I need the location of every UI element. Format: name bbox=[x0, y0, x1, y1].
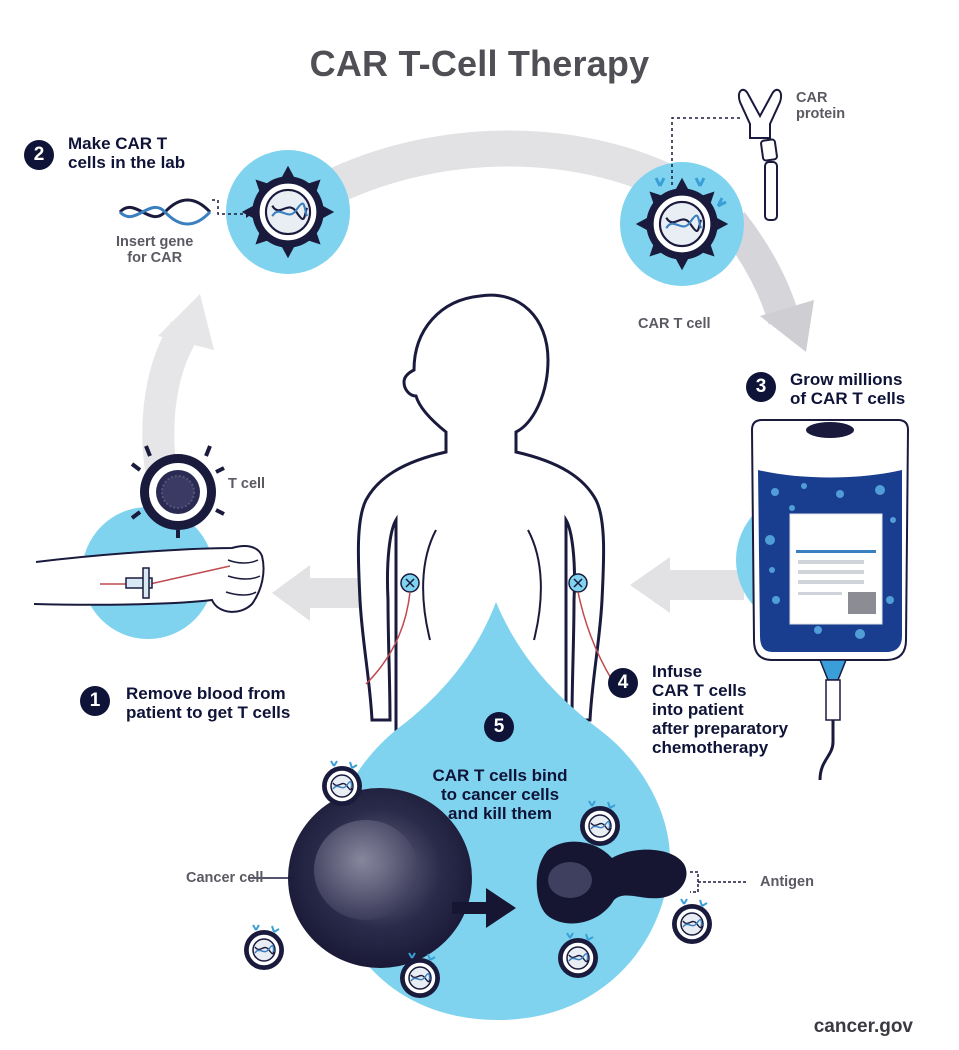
cancer-cell-label: Cancer cell bbox=[186, 870, 264, 886]
arrow-head-step1 bbox=[272, 565, 310, 621]
step-3-text: Grow millions of CAR T cells bbox=[790, 370, 906, 409]
step-5-text: CAR T cells bind to cancer cells and kil… bbox=[432, 766, 568, 824]
step5-drop bbox=[248, 602, 748, 1020]
car-t-cell-circle bbox=[620, 162, 744, 286]
car-protein-label: CAR protein bbox=[796, 90, 846, 123]
step-1-text: Remove blood from patient to get T cells bbox=[126, 684, 291, 723]
iv-bag bbox=[736, 419, 910, 781]
arrow-head-step4 bbox=[630, 557, 670, 613]
dna-gene-icon bbox=[118, 198, 252, 226]
insert-gene-label: Insert gene for CAR bbox=[116, 234, 194, 267]
step-2-text: Make CAR T cells in the lab bbox=[68, 134, 186, 173]
t-cell-icon bbox=[130, 445, 225, 538]
source-credit: cancer.gov bbox=[813, 1016, 913, 1037]
arm-circle bbox=[33, 507, 265, 639]
step-1-badge: 1 bbox=[80, 686, 110, 716]
antigen-label: Antigen bbox=[760, 874, 814, 890]
step-5-badge: 5 bbox=[484, 712, 514, 742]
arrow-head-step2 bbox=[158, 294, 214, 350]
lab-cell-circle bbox=[226, 150, 350, 274]
step-4-badge: 4 bbox=[608, 668, 638, 698]
patient-silhouette bbox=[356, 293, 613, 742]
arrow-head-step3 bbox=[760, 300, 814, 352]
transform-arrow bbox=[452, 888, 516, 928]
t-cell-label: T cell bbox=[228, 476, 266, 492]
car-t-cell-label: CAR T cell bbox=[638, 316, 711, 332]
step-2-badge: 2 bbox=[24, 140, 54, 170]
car-protein-icon bbox=[671, 88, 782, 221]
step-3-badge: 3 bbox=[746, 372, 776, 402]
step-4-text: Infuse CAR T cells into patient after pr… bbox=[652, 662, 789, 758]
page-title: CAR T-Cell Therapy bbox=[309, 43, 650, 84]
